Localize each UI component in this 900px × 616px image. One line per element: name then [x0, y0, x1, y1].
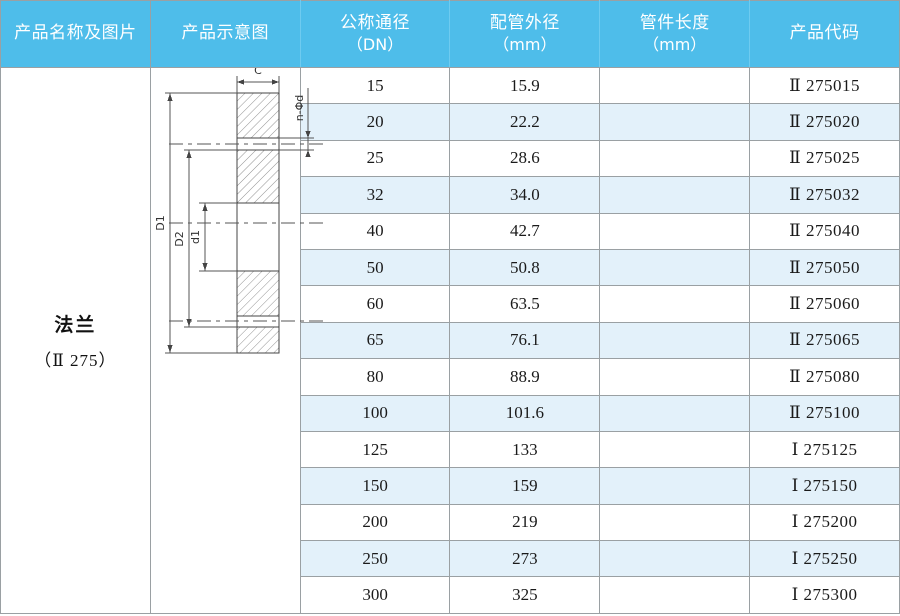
- cell-od: 219: [449, 503, 601, 542]
- table-row: 100 101.6 Ⅱ 275100: [1, 394, 900, 432]
- flange-diagram-svg: C n-Φd d1 D2 D1: [154, 68, 326, 354]
- cell-dn: 20: [299, 103, 451, 141]
- cell-code: Ⅱ 275032: [749, 176, 900, 214]
- cell-length: [599, 139, 751, 178]
- diagram-label-holes: n-Φd: [293, 95, 306, 122]
- diagram-label-D1: D1: [154, 215, 167, 230]
- product-diagram-cell: C n-Φd d1 D2 D1: [149, 67, 326, 614]
- column-header-od-line2: （mm）: [493, 34, 557, 54]
- cell-od: 15.9: [449, 66, 601, 105]
- cell-dn: 80: [299, 358, 451, 396]
- column-header-dn-line2: （DN）: [346, 34, 404, 54]
- cell-od: 34.0: [449, 176, 601, 214]
- cell-length: [599, 285, 751, 323]
- cell-length: [599, 394, 751, 432]
- cell-code: Ⅱ 275100: [749, 394, 900, 432]
- cell-length: [599, 430, 751, 469]
- cell-length: [599, 321, 751, 360]
- cell-od: 273: [449, 540, 601, 578]
- cell-code: Ⅱ 275015: [749, 66, 900, 105]
- column-header-code-line1: 产品代码: [789, 23, 860, 44]
- cell-length: [599, 103, 751, 141]
- cell-code: Ⅰ 275200: [749, 503, 900, 542]
- column-header-diagram: 产品示意图: [149, 0, 301, 68]
- product-name-cell: 法兰 （Ⅱ 275）: [0, 67, 151, 614]
- cell-length: [599, 358, 751, 396]
- cell-dn: 250: [299, 540, 451, 578]
- diagram-label-c: C: [254, 68, 262, 77]
- column-header-length: 管件长度 （mm）: [599, 0, 751, 68]
- column-header-length-line2: （mm）: [643, 34, 707, 54]
- cell-code: Ⅱ 275065: [749, 321, 900, 360]
- table-row: 125 133 Ⅰ 275125: [1, 430, 900, 469]
- cell-dn: 50: [299, 248, 451, 287]
- table-row: 32 34.0 Ⅱ 275032: [1, 176, 900, 214]
- table-row: 60 63.5 Ⅱ 275060: [1, 285, 900, 323]
- cell-code: Ⅱ 275050: [749, 248, 900, 287]
- cell-length: [599, 467, 751, 505]
- column-header-name-line1: 产品名称及图片: [14, 23, 137, 44]
- cell-od: 159: [449, 467, 601, 505]
- cell-dn: 15: [299, 66, 451, 105]
- cell-od: 28.6: [449, 139, 601, 178]
- cell-length: [599, 503, 751, 542]
- cell-od: 133: [449, 430, 601, 469]
- cell-code: Ⅱ 275080: [749, 358, 900, 396]
- cell-length: [599, 212, 751, 250]
- cell-od: 63.5: [449, 285, 601, 323]
- table-row: 80 88.9 Ⅱ 275080: [1, 358, 900, 396]
- column-header-od-line1: 配管外径: [489, 12, 560, 33]
- cell-code: Ⅱ 275025: [749, 139, 900, 178]
- table-row: 300 325 Ⅰ 275300: [1, 576, 900, 614]
- product-name: 法兰: [54, 314, 97, 336]
- column-header-dn-line1: 公称通径: [340, 12, 411, 33]
- cell-code: Ⅰ 275150: [749, 467, 900, 505]
- cell-dn: 40: [299, 212, 451, 250]
- cell-od: 76.1: [449, 321, 601, 360]
- flange-cross-section-drawing: C n-Φd d1 D2 D1: [151, 68, 341, 613]
- cell-od: 88.9: [449, 358, 601, 396]
- cell-dn: 25: [299, 139, 451, 178]
- column-header-dn: 公称通径 （DN）: [299, 0, 451, 68]
- cell-length: [599, 176, 751, 214]
- column-header-code: 产品代码: [749, 0, 900, 68]
- column-header-od: 配管外径 （mm）: [449, 0, 601, 68]
- table-row: 50 50.8 Ⅱ 275050: [1, 248, 900, 287]
- cell-code: Ⅱ 275020: [749, 103, 900, 141]
- cell-od: 50.8: [449, 248, 601, 287]
- header-row: 产品名称及图片 产品示意图 公称通径 （DN） 配管外径 （mm） 管件长度 （…: [0, 0, 900, 68]
- cell-code: Ⅰ 275250: [749, 540, 900, 578]
- cell-dn: 60: [299, 285, 451, 323]
- cell-od: 22.2: [449, 103, 601, 141]
- cell-od: 325: [449, 576, 601, 614]
- product-series-code: （Ⅱ 275）: [34, 351, 117, 370]
- diagram-label-D2: D2: [173, 231, 186, 246]
- column-header-length-line1: 管件长度: [639, 12, 710, 33]
- table-row: 250 273 Ⅰ 275250: [1, 540, 900, 578]
- cell-code: Ⅰ 275125: [749, 430, 900, 469]
- cell-dn: 125: [299, 430, 451, 469]
- cell-dn: 32: [299, 176, 451, 214]
- cell-code: Ⅱ 275040: [749, 212, 900, 250]
- cell-length: [599, 576, 751, 614]
- table-header: 产品名称及图片 产品示意图 公称通径 （DN） 配管外径 （mm） 管件长度 （…: [0, 0, 900, 68]
- cell-length: [599, 248, 751, 287]
- table-row: 25 28.6 Ⅱ 275025: [1, 139, 900, 178]
- cell-od: 42.7: [449, 212, 601, 250]
- cell-length: [599, 540, 751, 578]
- cell-dn: 300: [299, 576, 451, 614]
- cell-od: 101.6: [449, 394, 601, 432]
- diagram-label-d1: d1: [189, 230, 202, 244]
- column-header-name: 产品名称及图片: [0, 0, 151, 68]
- column-header-diagram-line1: 产品示意图: [181, 23, 269, 44]
- table-body: 法兰 （Ⅱ 275）: [0, 66, 900, 614]
- table-row: 法兰 （Ⅱ 275）: [0, 66, 900, 614]
- cell-code: Ⅱ 275060: [749, 285, 900, 323]
- table-row: 40 42.7 Ⅱ 275040: [1, 212, 900, 250]
- cell-length: [599, 66, 751, 105]
- cell-code: Ⅰ 275300: [749, 576, 900, 614]
- table-row: 20 22.2 Ⅱ 275020: [1, 103, 900, 141]
